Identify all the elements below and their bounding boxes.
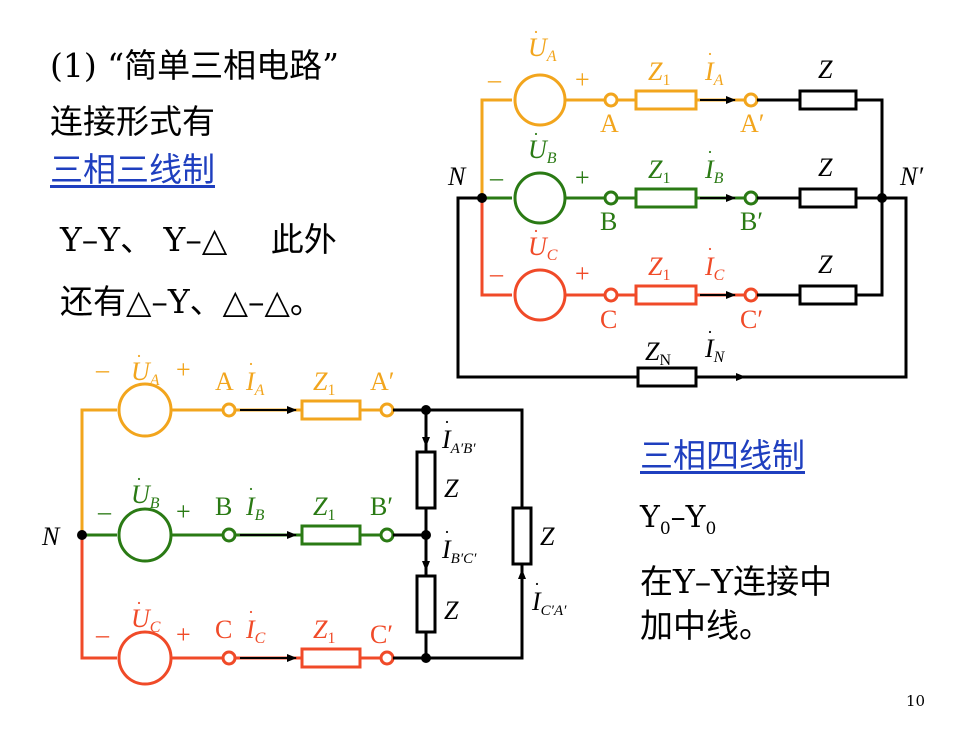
neutral-text-1: 在Y–Y连接中 xyxy=(640,562,833,601)
svg-text:·: · xyxy=(707,142,713,162)
svg-text:·: · xyxy=(533,124,539,144)
svg-text:A: A xyxy=(215,367,234,396)
svg-text:UC: UC xyxy=(528,232,558,264)
svg-text:IB′C′: IB′C′ xyxy=(441,535,477,567)
four-wire-link[interactable]: 三相四线制 xyxy=(640,436,805,475)
svg-text:A′: A′ xyxy=(370,367,394,396)
svg-text:–: – xyxy=(489,163,504,192)
top-loads xyxy=(456,89,908,388)
svg-text:Z: Z xyxy=(818,55,833,84)
svg-text:–: – xyxy=(95,355,110,384)
svg-text:IA: IA xyxy=(704,57,724,89)
svg-text:ZN: ZN xyxy=(645,337,671,369)
svg-text:IB: IB xyxy=(704,155,724,187)
svg-text:·: · xyxy=(248,479,254,499)
svg-text:UC: UC xyxy=(131,604,161,636)
svg-text:·: · xyxy=(136,469,142,489)
svg-text:IC′A′: IC′A′ xyxy=(531,587,567,619)
svg-text:IB: IB xyxy=(245,492,265,524)
svg-text:–: – xyxy=(97,497,112,526)
top-phase-a xyxy=(480,73,759,198)
svg-text:Z1: Z1 xyxy=(648,252,670,284)
bottom-circuit xyxy=(77,382,533,686)
svg-text:IC: IC xyxy=(704,252,725,284)
svg-text:UA: UA xyxy=(131,357,160,389)
bottom-node-n xyxy=(77,530,87,540)
svg-text:–: – xyxy=(489,259,504,288)
page-number: 10 xyxy=(906,692,926,710)
svg-text:C: C xyxy=(600,305,617,334)
svg-text:C: C xyxy=(215,615,232,644)
svg-text:N: N xyxy=(41,522,61,551)
svg-text:+: + xyxy=(176,497,191,526)
svg-text:UB: UB xyxy=(131,480,160,512)
three-wire-link[interactable]: 三相三线制 xyxy=(50,150,215,189)
svg-text:Z1: Z1 xyxy=(648,57,670,89)
top-node-n xyxy=(477,193,487,203)
svg-text:C′: C′ xyxy=(370,620,393,649)
svg-text:N: N xyxy=(447,162,467,191)
y0-y0-label: Y0–Y0 xyxy=(640,500,717,539)
svg-text:+: + xyxy=(176,355,191,384)
svg-text:Z1: Z1 xyxy=(313,615,335,647)
svg-text:N′: N′ xyxy=(899,162,923,191)
svg-text:–: – xyxy=(487,65,502,94)
svg-text:Z1: Z1 xyxy=(313,367,335,399)
svg-text:·: · xyxy=(248,602,254,622)
svg-text:Z1: Z1 xyxy=(648,155,670,187)
svg-text:+: + xyxy=(575,259,590,288)
svg-text:·: · xyxy=(444,522,450,542)
svg-text:IA: IA xyxy=(245,367,265,399)
svg-text:·: · xyxy=(533,221,539,241)
svg-text:Z: Z xyxy=(540,522,555,551)
svg-text:A: A xyxy=(600,109,619,138)
bottom-phase-c xyxy=(80,535,395,686)
svg-text:UA: UA xyxy=(528,33,557,65)
svg-text:B: B xyxy=(600,207,617,236)
intro-text: 连接形式有 xyxy=(50,102,215,141)
svg-text:·: · xyxy=(136,593,142,613)
svg-text:·: · xyxy=(248,354,254,374)
svg-text:UB: UB xyxy=(528,135,557,167)
svg-text:Z: Z xyxy=(818,153,833,182)
other-connections-line: 还有△–Y、△–△。 xyxy=(60,282,323,321)
svg-text:B: B xyxy=(215,492,232,521)
top-labels: – + UA · A A′ Z1 IA · – + UB · B B′ Z1 I… xyxy=(447,22,923,369)
svg-text:·: · xyxy=(534,574,540,594)
svg-text:Z: Z xyxy=(818,250,833,279)
top-circuit xyxy=(456,73,908,388)
svg-text:A′: A′ xyxy=(740,109,764,138)
bottom-phase-b xyxy=(82,507,395,563)
svg-text:Z: Z xyxy=(444,474,459,503)
svg-text:·: · xyxy=(707,239,713,259)
svg-text:IC: IC xyxy=(245,615,266,647)
svg-text:·: · xyxy=(444,412,450,432)
svg-text:·: · xyxy=(707,44,713,64)
svg-text:–: – xyxy=(95,620,110,649)
svg-text:·: · xyxy=(707,322,713,342)
svg-text:Z: Z xyxy=(444,596,459,625)
connection-types-line: Y–Y、 Y–△ 此外 xyxy=(60,220,337,259)
svg-text:+: + xyxy=(176,620,191,649)
svg-text:B′: B′ xyxy=(370,492,393,521)
title-line: (1) “简单三相电路” xyxy=(50,46,339,85)
svg-text:IN: IN xyxy=(704,334,726,366)
svg-text:+: + xyxy=(575,163,590,192)
bottom-phase-a xyxy=(80,382,395,535)
svg-text:·: · xyxy=(533,22,539,42)
svg-text:·: · xyxy=(136,346,142,366)
svg-text:Z1: Z1 xyxy=(313,492,335,524)
top-node-n-prime xyxy=(877,193,887,203)
svg-text:C′: C′ xyxy=(740,305,763,334)
bottom-labels: – + UA · A IA · Z1 A′ – + UB · B IB · Z1… xyxy=(41,346,567,649)
svg-text:IA′B′: IA′B′ xyxy=(441,425,476,457)
svg-text:+: + xyxy=(575,65,590,94)
neutral-text-2: 加中线。 xyxy=(640,606,772,645)
svg-text:B′: B′ xyxy=(740,207,763,236)
